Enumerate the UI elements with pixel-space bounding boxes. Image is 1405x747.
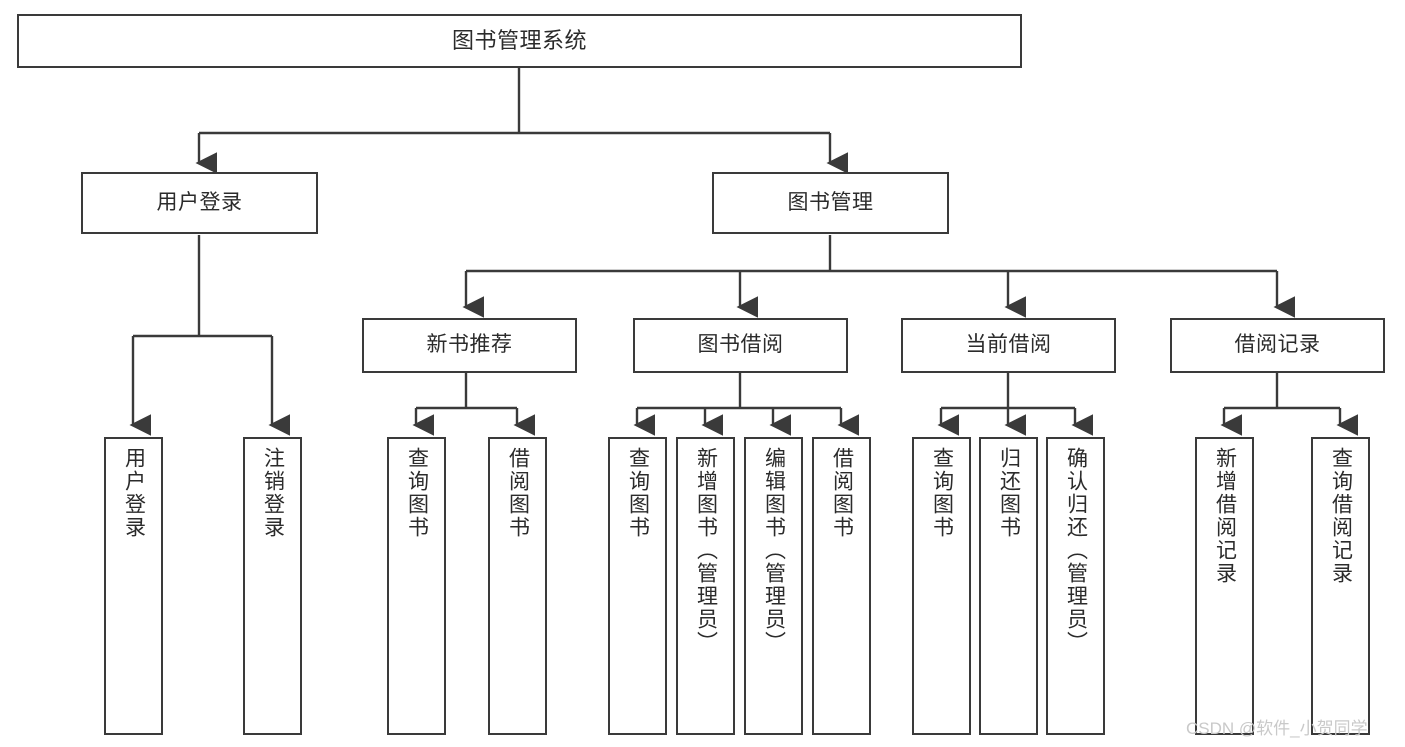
node-borrow-record[interactable]: 借阅记录 — [1170, 318, 1385, 373]
node-new-book-recommend[interactable]: 新书推荐 — [362, 318, 577, 373]
node-leaf-borrow-book-1-label: 借阅图书 — [506, 447, 530, 539]
node-borrow-record-label: 借阅记录 — [1234, 333, 1321, 357]
node-book-borrow[interactable]: 图书借阅 — [633, 318, 848, 373]
node-leaf-confirm-return[interactable]: 确认归还（管理员） — [1046, 437, 1105, 735]
node-root[interactable]: 图书管理系统 — [17, 14, 1022, 68]
node-leaf-return-book[interactable]: 归还图书 — [979, 437, 1038, 735]
node-user-login[interactable]: 用户登录 — [81, 172, 318, 234]
node-book-manage-label: 图书管理 — [787, 190, 874, 214]
node-leaf-borrow-book-2-label: 借阅图书 — [830, 447, 854, 539]
node-leaf-return-book-label: 归还图书 — [997, 447, 1021, 539]
node-leaf-query-record[interactable]: 查询借阅记录 — [1311, 437, 1370, 735]
node-leaf-user-login-label: 用户登录 — [122, 447, 146, 539]
node-leaf-add-record-label: 新增借阅记录 — [1213, 447, 1237, 585]
node-leaf-borrow-book-2[interactable]: 借阅图书 — [812, 437, 871, 735]
node-leaf-add-book[interactable]: 新增图书（管理员） — [676, 437, 735, 735]
node-root-label: 图书管理系统 — [451, 28, 587, 54]
csdn-watermark: CSDN @软件_小贺同学 — [1186, 719, 1368, 738]
node-new-book-recommend-label: 新书推荐 — [426, 333, 513, 357]
node-book-borrow-label: 图书借阅 — [697, 333, 784, 357]
node-leaf-query-book-3[interactable]: 查询图书 — [912, 437, 971, 735]
node-leaf-edit-book-label: 编辑图书（管理员） — [762, 447, 786, 654]
node-leaf-query-book-3-label: 查询图书 — [930, 447, 954, 539]
node-leaf-edit-book[interactable]: 编辑图书（管理员） — [744, 437, 803, 735]
node-leaf-query-book-2[interactable]: 查询图书 — [608, 437, 667, 735]
node-leaf-logout-login-label: 注销登录 — [261, 447, 285, 539]
node-leaf-query-book-1[interactable]: 查询图书 — [387, 437, 446, 735]
node-current-borrow-label: 当前借阅 — [965, 333, 1052, 357]
node-leaf-add-book-label: 新增图书（管理员） — [694, 447, 718, 654]
node-leaf-confirm-return-label: 确认归还（管理员） — [1064, 447, 1088, 654]
node-book-manage[interactable]: 图书管理 — [712, 172, 949, 234]
node-leaf-user-login[interactable]: 用户登录 — [104, 437, 163, 735]
node-leaf-query-book-2-label: 查询图书 — [626, 447, 650, 539]
node-leaf-query-book-1-label: 查询图书 — [405, 447, 429, 539]
node-user-login-label: 用户登录 — [156, 190, 243, 214]
node-leaf-add-record[interactable]: 新增借阅记录 — [1195, 437, 1254, 735]
node-current-borrow[interactable]: 当前借阅 — [901, 318, 1116, 373]
node-leaf-query-record-label: 查询借阅记录 — [1329, 447, 1353, 585]
node-leaf-logout-login[interactable]: 注销登录 — [243, 437, 302, 735]
node-leaf-borrow-book-1[interactable]: 借阅图书 — [488, 437, 547, 735]
